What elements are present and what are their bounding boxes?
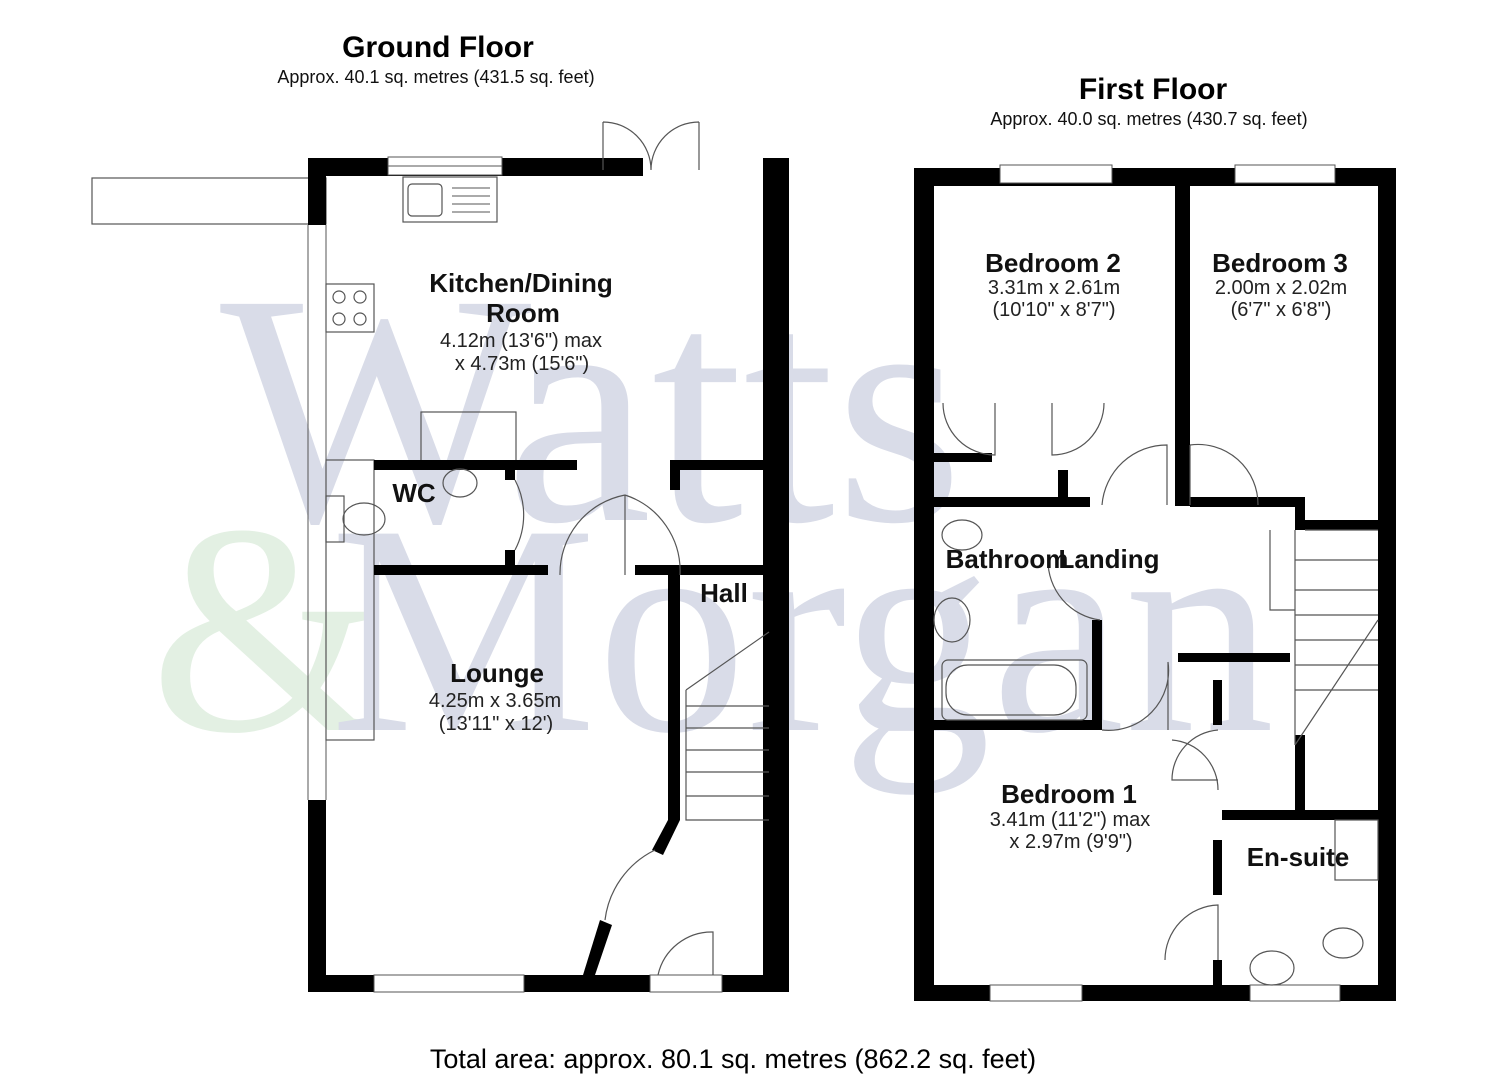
ground-floor-title: Ground Floor <box>342 31 534 64</box>
room-ensuite-name: En-suite <box>1247 842 1350 872</box>
window <box>989 984 1083 1002</box>
hall-doors <box>559 494 681 576</box>
back-door <box>602 121 700 171</box>
patio <box>91 177 327 225</box>
first-floor-title: First Floor <box>1079 73 1228 106</box>
room-bathroom-name: Bathroom <box>946 544 1069 574</box>
room-landing-name: Landing <box>1058 544 1159 574</box>
room-bedroom2-name: Bedroom 2 <box>985 248 1121 278</box>
window <box>373 974 525 993</box>
first-floor-area: Approx. 40.0 sq. metres (430.7 sq. feet) <box>990 109 1307 129</box>
room-kitchen-name: Kitchen/Dining <box>429 268 612 298</box>
room-bedroom3-name: Bedroom 3 <box>1212 248 1348 278</box>
room-bedroom1-name: Bedroom 1 <box>1001 779 1137 809</box>
lounge-door <box>604 849 656 921</box>
stairs <box>1269 529 1379 746</box>
front-door <box>649 974 723 993</box>
watermark-morgan: Morgan <box>330 463 1274 796</box>
basin <box>933 597 971 643</box>
room-lounge-dims: 4.25m x 3.65m <box>429 690 561 712</box>
room-hall-name: Hall <box>700 578 748 608</box>
room-lounge-name: Lounge <box>450 658 544 688</box>
toilet <box>1322 927 1364 959</box>
ground-floor-area: Approx. 40.1 sq. metres (431.5 sq. feet) <box>277 67 594 87</box>
stairs <box>685 631 770 821</box>
toilet <box>342 502 386 536</box>
room-kitchen-dims: 4.12m (13'6") max <box>440 330 602 352</box>
doors <box>942 402 1259 961</box>
room-lounge-dims-2: (13'11" x 12') <box>439 713 553 735</box>
basin <box>442 468 478 498</box>
room-wc-name: WC <box>392 478 436 508</box>
room-kitchen-dims-2: x 4.73m (15'6") <box>455 353 589 375</box>
window <box>1249 984 1341 1002</box>
room-bedroom3-dims: 2.00m x 2.02m <box>1215 277 1347 299</box>
room-bedroom1-dims-2: x 2.97m (9'9") <box>1009 831 1132 853</box>
room-bedroom3-dims-2: (6'7" x 6'8") <box>1231 299 1332 321</box>
basin <box>1249 950 1295 986</box>
wc-door <box>514 479 525 551</box>
bath <box>941 659 1088 721</box>
front-door-swing <box>657 931 714 976</box>
room-bedroom1-dims: 3.41m (11'2") max <box>990 809 1151 831</box>
sink <box>402 176 498 223</box>
toilet <box>941 519 983 551</box>
window <box>999 164 1113 184</box>
total-area: Total area: approx. 80.1 sq. metres (862… <box>430 1044 1036 1074</box>
room-bedroom2-dims-2: (10'10" x 8'7") <box>992 299 1115 321</box>
shower <box>1334 819 1379 881</box>
hob <box>325 283 375 333</box>
ground-floor-plan <box>91 121 789 993</box>
room-bedroom2-dims: 3.31m x 2.61m <box>988 277 1120 299</box>
room-kitchen-name-2: Room <box>486 298 560 328</box>
first-floor-plan <box>914 164 1396 1002</box>
window <box>1234 164 1336 184</box>
